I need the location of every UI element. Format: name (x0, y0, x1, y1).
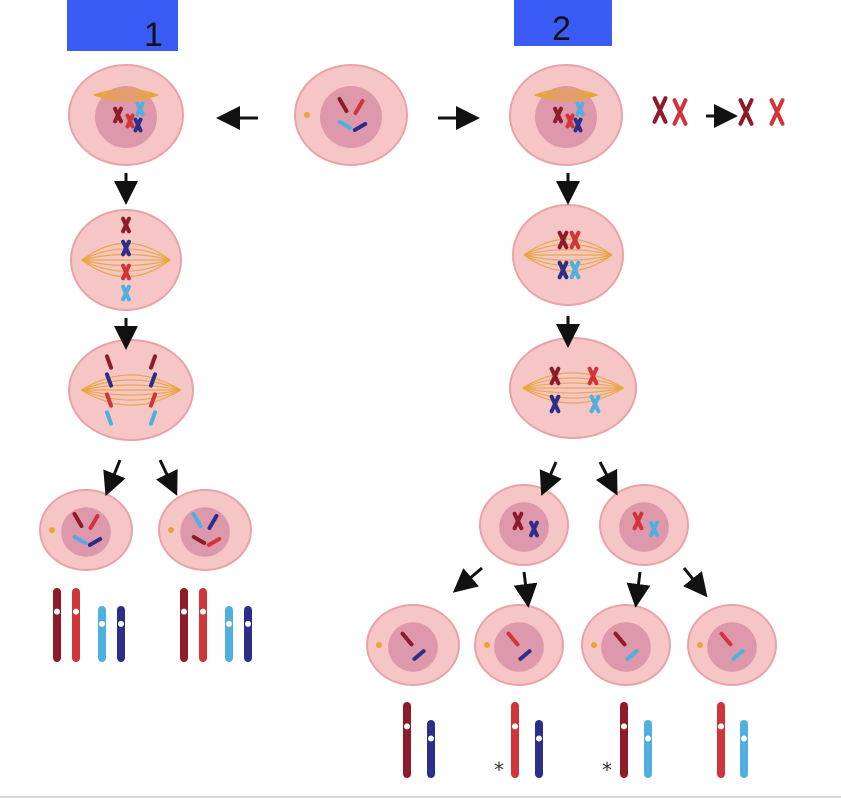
cell-2-anaphase-1 (509, 337, 637, 439)
arrow-9 (539, 461, 562, 497)
cell-parent (294, 64, 408, 166)
cell-2-daughter-b (599, 484, 689, 566)
arrow-13 (626, 571, 651, 608)
chromosome-bar-3 (98, 606, 106, 662)
chromosome-bar-6 (199, 588, 207, 662)
gamete-3 (581, 604, 671, 686)
arrow-6 (155, 459, 178, 496)
chromosome-bar-2 (72, 588, 80, 662)
chromosome-bar-5 (180, 588, 188, 662)
chromosome-bar-9 (403, 702, 411, 778)
arrow-12 (513, 571, 538, 608)
cell-1-daughter-a (39, 489, 133, 571)
gamete-4 (687, 604, 777, 686)
label-1: 1 (144, 16, 163, 54)
label-2: 2 (552, 10, 571, 48)
cell-2-daughter-a (479, 484, 569, 566)
chromosome-bar-13 (620, 702, 628, 778)
arrow-11 (452, 566, 483, 593)
chromosome-bar-11 (511, 702, 519, 778)
chromosome-bar-14 (644, 720, 652, 778)
chromosome-bar-15 (717, 702, 725, 778)
chromosome-bar-10 (427, 720, 435, 778)
gamete-2 (474, 604, 564, 686)
arrow-10 (595, 461, 618, 496)
chromosome-bar-7 (225, 606, 233, 662)
label-box-2 (514, 0, 612, 46)
asterisk-mark-1: * (494, 758, 504, 782)
chromosome-bar-12 (535, 720, 543, 778)
cell-1-daughter-b (158, 489, 252, 571)
cell-2-prophase (509, 64, 623, 166)
bottom-divider (0, 796, 841, 798)
arrow-5 (103, 459, 126, 497)
gamete-1 (366, 604, 460, 686)
label-box-1 (67, 0, 178, 51)
cell-1-metaphase (70, 209, 182, 311)
chromosome-replication-illustration (652, 96, 785, 126)
chromosome-bar-4 (117, 606, 125, 662)
arrow-14 (682, 567, 708, 598)
cell-1-prophase (68, 64, 184, 166)
chromosome-bar-1 (53, 588, 61, 662)
chromosome-bar-16 (740, 720, 748, 778)
chromosome-bar-8 (244, 606, 252, 662)
cell-1-anaphase (68, 339, 194, 441)
asterisk-mark-2: * (602, 758, 612, 782)
cell-2-metaphase-1 (512, 204, 624, 306)
